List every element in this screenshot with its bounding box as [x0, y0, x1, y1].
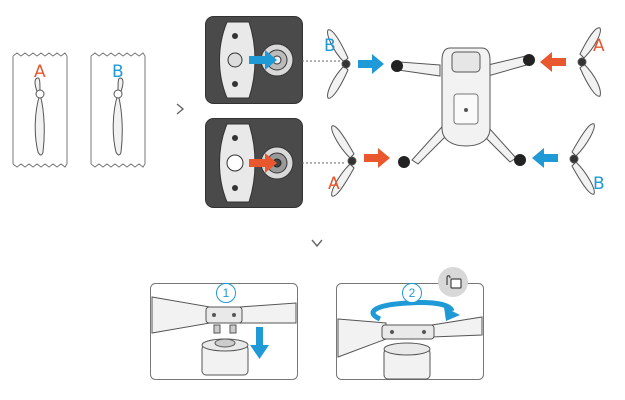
pack-a-letter: A [34, 62, 46, 82]
propeller-top-left-icon [327, 29, 351, 99]
propeller-pack-b: B [90, 52, 146, 168]
propeller-bottom-left-icon [331, 125, 357, 197]
propeller-top-right-icon [577, 27, 601, 97]
drone-label-bottom-left: A [328, 174, 340, 194]
connector-bottom [302, 160, 346, 166]
propeller-bottom-right-icon [569, 123, 595, 195]
chevron-down-icon [310, 238, 324, 248]
arrow-b-closeup [249, 50, 277, 70]
motor-closeup-b [205, 16, 303, 104]
step-2-badge: 2 [402, 283, 422, 303]
arrow-a-closeup [249, 153, 277, 173]
drone-label-top-left: B [324, 36, 336, 56]
arrow-b-bottom-right [532, 148, 558, 168]
pack-b-outline [90, 52, 146, 168]
propeller-pack-a: A [12, 52, 68, 168]
arrow-a-bottom-left [364, 148, 390, 168]
step-1-panel: 1 [150, 283, 298, 380]
step-2-number: 2 [408, 286, 416, 300]
step-1-number: 1 [222, 286, 230, 300]
chevron-right-icon [175, 102, 185, 116]
drone-label-top-right: A [593, 36, 605, 56]
arrow-down-step-1 [250, 327, 269, 359]
step-2-panel: 2 [336, 267, 484, 380]
pack-b-letter: B [112, 62, 124, 82]
motor-closeup-a [205, 118, 303, 208]
pack-a-outline [12, 52, 68, 168]
connector-top [302, 58, 342, 64]
rotate-arrow-step-2 [370, 300, 460, 322]
arrow-b-top-left [358, 54, 384, 74]
drone-top-view [320, 10, 620, 210]
lock-icon [438, 267, 468, 297]
propeller-b-icon [112, 77, 124, 156]
propeller-a-icon [34, 77, 45, 156]
drone-label-bottom-right: B [593, 174, 605, 194]
step-1-badge: 1 [216, 283, 236, 303]
arrow-a-top-right [540, 52, 566, 72]
